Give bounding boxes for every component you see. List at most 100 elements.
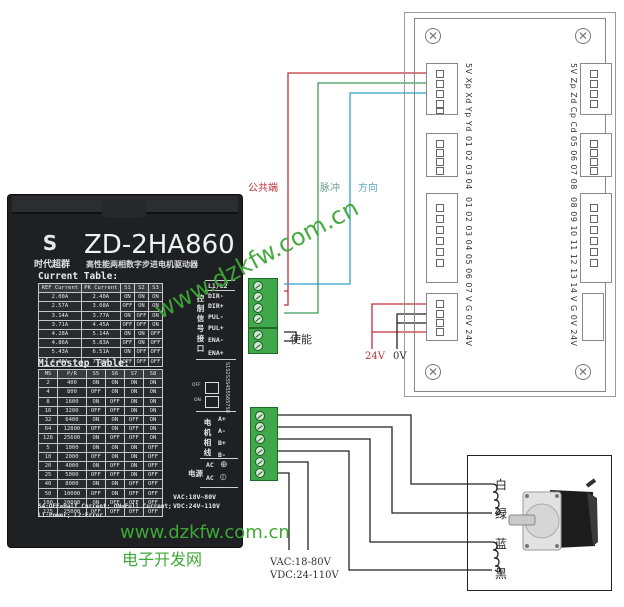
- terminal-label-a-plus: A+: [218, 415, 226, 423]
- table-cell: ON: [85, 442, 106, 453]
- wire-enable: [284, 331, 297, 342]
- table-cell: 4.28A: [38, 328, 82, 340]
- signal-group-label: 控制信号接口: [196, 294, 205, 353]
- table-cell: OFF: [104, 460, 125, 472]
- dip-on-label: ON: [194, 398, 201, 403]
- connector-label-io-2: 01 02 03 04 05 06 07: [464, 197, 473, 294]
- stepper-motor-image: [508, 478, 598, 551]
- table-cell: OFF: [104, 405, 125, 416]
- driver-mount-notch: [102, 200, 146, 218]
- motor-power-terminal-block[interactable]: [250, 407, 278, 481]
- table-cell: OFF: [85, 387, 106, 398]
- table-cell: 3.71A: [38, 319, 82, 330]
- table-cell: ON: [104, 479, 125, 490]
- table-cell: OFF: [133, 347, 149, 358]
- label-direction: 方向: [358, 183, 378, 194]
- connector-io-2: [426, 193, 458, 283]
- table-cell: OFF: [123, 433, 144, 444]
- power-group-label: 电源: [188, 469, 203, 478]
- driver-vac: VAC:18V~80V: [173, 493, 217, 501]
- mount-hole-icon: ✕: [575, 364, 591, 380]
- connector-label-io-3: 05 06 07 08: [569, 136, 578, 190]
- table-cell: OFF: [147, 347, 164, 358]
- table-cell: ON: [142, 405, 164, 416]
- driver-subtitle: 高性能两相数字步进电机驱动器: [86, 260, 198, 269]
- table-cell: 400: [57, 378, 87, 389]
- table-cell: 40: [37, 479, 59, 490]
- table-cell: ON: [85, 479, 106, 490]
- connector-axis-xy: [426, 63, 458, 115]
- table-cell: OFF: [133, 310, 149, 321]
- label-common: 公共端: [248, 183, 278, 194]
- label-0v: 0V: [393, 351, 407, 362]
- table-cell: 8: [37, 396, 59, 407]
- table-cell: 10: [37, 451, 59, 462]
- wire-direction: [284, 92, 436, 285]
- column-header: P/R: [57, 368, 87, 380]
- terminal-label-pul-minus: PUL-: [208, 313, 224, 321]
- wire-a-plus: [276, 414, 492, 485]
- table-cell: 10000: [57, 488, 87, 499]
- watermark-url: www.dzkfw.com.cn: [120, 522, 290, 543]
- table-cell: ON: [123, 387, 144, 398]
- table-cell: 2: [37, 378, 59, 389]
- table-cell: OFF: [85, 451, 106, 462]
- table-cell: 2.40A: [80, 292, 121, 303]
- table-cell: ON: [142, 378, 164, 389]
- microstep-table-title: Microstep Table:: [38, 358, 130, 369]
- table-cell: OFF: [85, 424, 106, 435]
- table-cell: 3.08A: [80, 301, 121, 312]
- table-cell: OFF: [133, 319, 149, 330]
- wire-ac-2: [276, 472, 290, 550]
- signal-terminal-block[interactable]: [248, 278, 278, 328]
- table-cell: 5.43A: [38, 347, 82, 358]
- table-cell: ON: [104, 488, 125, 499]
- table-cell: ON: [142, 433, 164, 444]
- motor-screw: [555, 494, 559, 498]
- table-cell: 2.00A: [38, 292, 82, 303]
- terminal-label-dir-plus: DIR+: [208, 302, 224, 310]
- column-header: S1: [119, 282, 135, 294]
- separator: [200, 458, 238, 459]
- terminal-label-a-minus: A-: [218, 427, 226, 435]
- power-icon: ⦶: [220, 473, 227, 483]
- column-header: PK Current: [80, 282, 121, 294]
- table-cell: ON: [123, 378, 144, 389]
- watermark-site-name: 电子开发网: [122, 550, 203, 569]
- column-header: S6: [104, 368, 125, 380]
- enable-terminal-block[interactable]: [248, 328, 278, 354]
- coil-label-blue: 蓝: [495, 537, 508, 551]
- led-label: L1/L2: [208, 282, 228, 290]
- table-cell: 16: [37, 405, 59, 416]
- table-cell: 5.14A: [80, 328, 121, 340]
- table-cell: 4000: [57, 460, 87, 472]
- table-cell: ON: [123, 470, 144, 481]
- connector-io-1: [426, 133, 458, 177]
- separator: [205, 290, 235, 291]
- wire-b-minus: [276, 450, 492, 571]
- psu-vac: VAC:18-80V: [270, 557, 331, 568]
- brand-name: 时代超群: [34, 260, 71, 270]
- table-cell: ON: [123, 451, 144, 462]
- table-cell: OFF: [104, 470, 125, 481]
- table-cell: OFF: [85, 488, 106, 499]
- table-cell: 4.45A: [80, 319, 121, 330]
- table-cell: ON: [147, 319, 164, 330]
- table-cell: ON: [119, 328, 135, 340]
- mount-hole-icon: ✕: [575, 28, 591, 44]
- table-cell: ON: [142, 396, 164, 407]
